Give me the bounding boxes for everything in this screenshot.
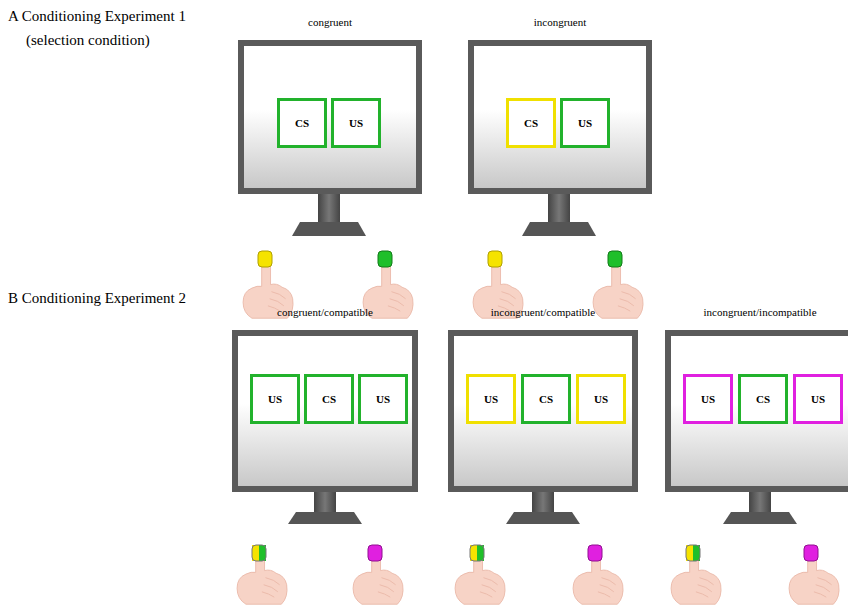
stimulus-box: US (358, 374, 408, 424)
stimulus-box: US (560, 98, 610, 148)
monitor-screen: incongruent/compatibleUSCSUS (448, 330, 638, 492)
stimulus-label: CS (322, 393, 336, 405)
stimulus-box: US (683, 374, 733, 424)
stimulus-label: US (594, 393, 608, 405)
condition-label: incongruent/compatible (454, 306, 632, 318)
stimulus-box: US (466, 374, 516, 424)
monitor-screen: incongruentCSUS (468, 40, 652, 194)
condition-label: congruent (244, 16, 416, 28)
stimulus-box: CS (521, 374, 571, 424)
stimulus-label: US (811, 393, 825, 405)
stimulus-box: CS (506, 98, 556, 148)
monitor-screen: congruent/compatibleUSCSUS (232, 330, 418, 492)
stimulus-label: US (701, 393, 715, 405)
stimulus-label: CS (539, 393, 553, 405)
panel-label: (selection condition) (26, 32, 150, 49)
monitor-screen: congruentCSUS (238, 40, 422, 194)
stimulus-box: US (250, 374, 300, 424)
panel-label: B Conditioning Experiment 2 (8, 290, 186, 307)
hand-with-button (237, 545, 839, 604)
stimulus-label: CS (524, 117, 538, 129)
stimulus-box: CS (304, 374, 354, 424)
stimulus-label: CS (756, 393, 770, 405)
monitor-screen: incongruent/incompatibleUSCSUS (665, 330, 848, 492)
stimulus-label: US (484, 393, 498, 405)
stimulus-label: US (578, 117, 592, 129)
stimulus-label: CS (295, 117, 309, 129)
condition-label: incongruent/incompatible (671, 306, 848, 318)
panel-label: A Conditioning Experiment 1 (8, 8, 186, 25)
stimulus-box: US (331, 98, 381, 148)
stimulus-label: US (349, 117, 363, 129)
condition-label: incongruent (474, 16, 646, 28)
stimulus-box: CS (277, 98, 327, 148)
stimulus-box: US (576, 374, 626, 424)
condition-label: congruent/compatible (238, 306, 412, 318)
stimulus-box: US (793, 374, 843, 424)
stimulus-box: CS (738, 374, 788, 424)
stimulus-label: US (376, 393, 390, 405)
stimulus-label: US (268, 393, 282, 405)
